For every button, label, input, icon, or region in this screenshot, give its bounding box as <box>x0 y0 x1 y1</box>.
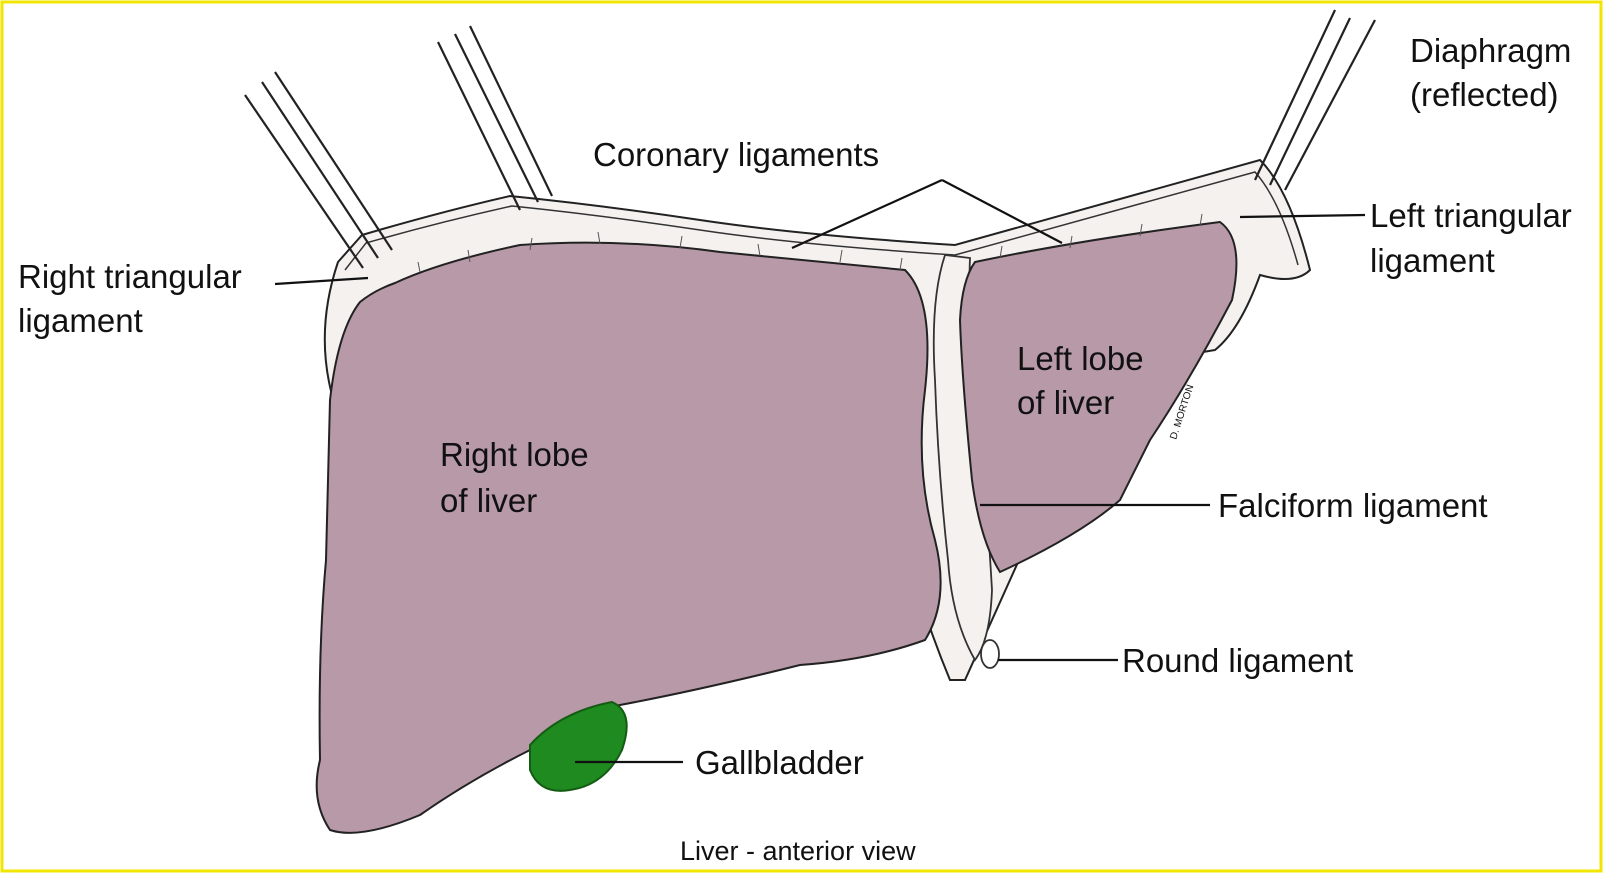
label-left-triangular-line2: ligament <box>1370 242 1495 279</box>
label-round-ligament: Round ligament <box>1122 642 1353 679</box>
label-left-triangular-line1: Left triangular <box>1370 197 1572 234</box>
label-right-triangular-line2: ligament <box>18 302 143 339</box>
label-left-lobe-line2: of liver <box>1017 384 1114 421</box>
label-right-lobe-line2: of liver <box>440 482 537 519</box>
label-coronary-ligaments: Coronary ligaments <box>593 136 879 173</box>
label-diaphragm-line1: Diaphragm <box>1410 32 1571 69</box>
label-falciform-ligament: Falciform ligament <box>1218 487 1488 524</box>
label-left-lobe-line1: Left lobe <box>1017 340 1144 377</box>
label-diaphragm-line2: (reflected) <box>1410 76 1559 113</box>
label-right-lobe-line1: Right lobe <box>440 436 589 473</box>
caption: Liver - anterior view <box>680 836 916 866</box>
label-right-triangular-line1: Right triangular <box>18 258 242 295</box>
label-gallbladder: Gallbladder <box>695 744 864 781</box>
round-ligament-knob <box>981 640 999 668</box>
